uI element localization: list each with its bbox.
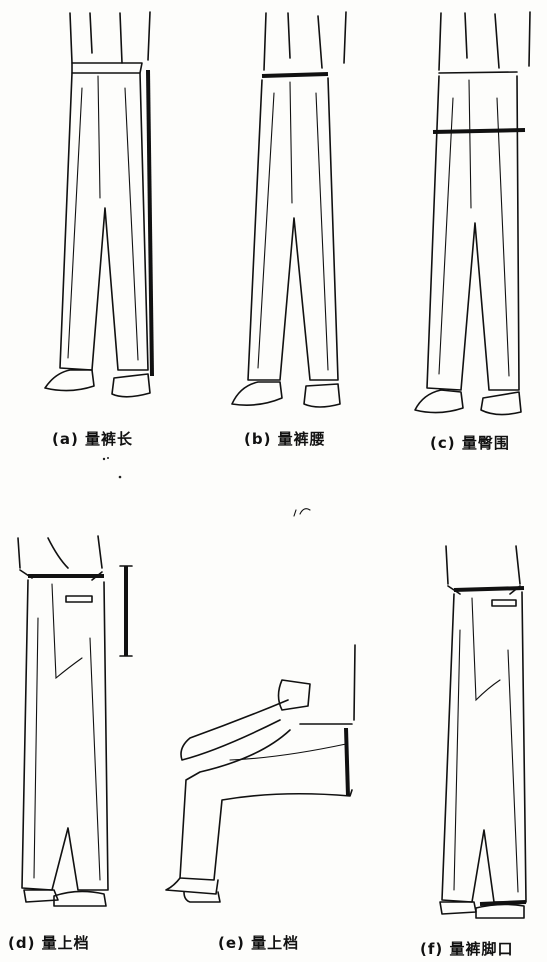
caption-e: (e) 量上档: [218, 932, 299, 953]
figure-c-hip: [405, 8, 547, 418]
figure-b-waist: [218, 8, 358, 408]
caption-a: (a) 量裤长: [52, 428, 133, 449]
figure-f-hem: [420, 540, 545, 920]
caption-d: (d) 量上档: [8, 932, 90, 953]
caption-c: (c) 量臀围: [430, 432, 510, 453]
caption-b: (b) 量裤腰: [244, 428, 326, 449]
scan-speck: [290, 500, 320, 520]
scan-speck: [100, 455, 130, 485]
figure-d-crotch-standing: [8, 528, 158, 908]
figure-e-crotch-seated: [160, 640, 370, 910]
caption-f: (f) 量裤脚口: [420, 938, 513, 959]
figure-a-trouser-length: [30, 8, 170, 408]
